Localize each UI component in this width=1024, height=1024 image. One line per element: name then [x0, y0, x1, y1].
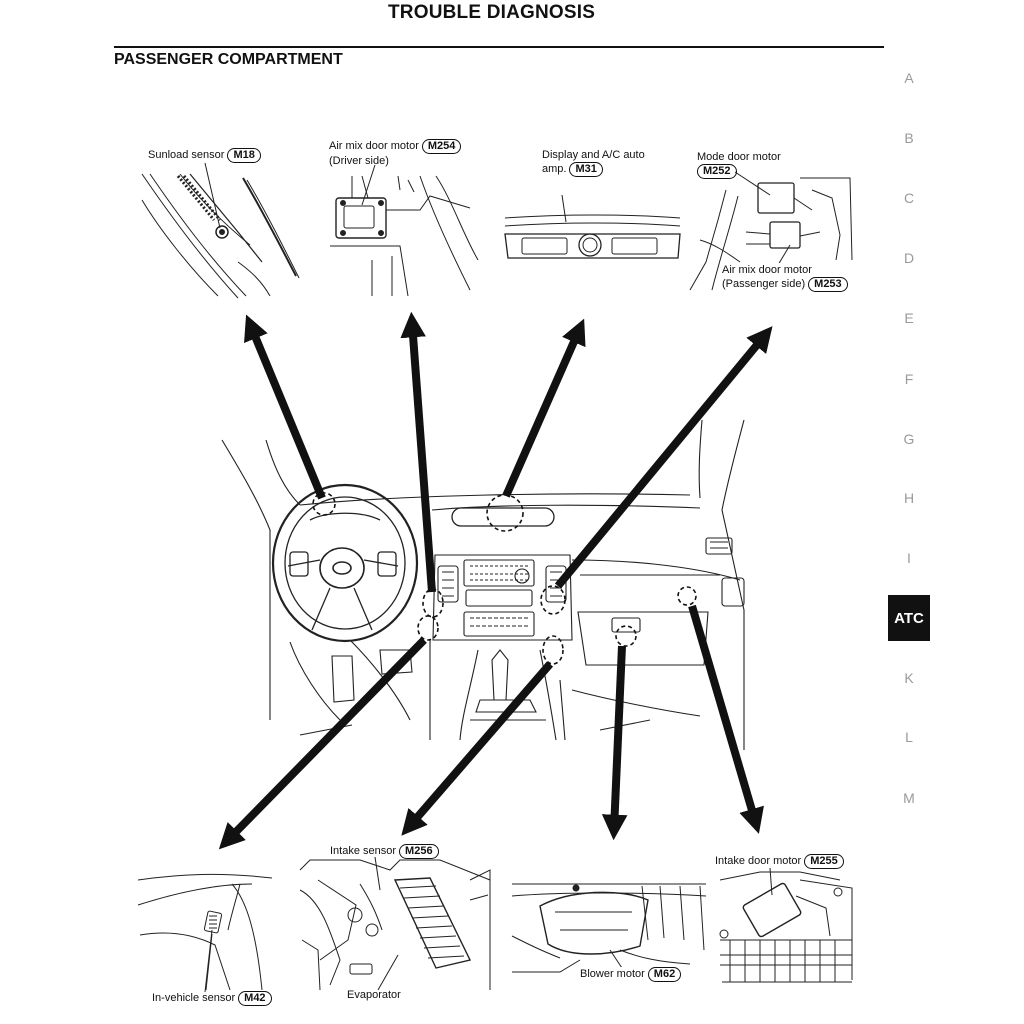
index-tab-m[interactable]: M	[903, 790, 915, 806]
arrow-to-sunload	[244, 314, 326, 500]
connector-badge-m256: M256	[399, 844, 439, 859]
sunload-sensor-illustration	[141, 173, 300, 299]
steering-hub	[319, 547, 365, 589]
air-mix-driver-location-marker	[422, 588, 444, 618]
evaporator-label: Evaporator	[347, 989, 401, 1001]
display-ac-amp-illustration	[504, 194, 681, 259]
steering-wheel-illustration	[271, 483, 419, 643]
mode-door-location-marker	[540, 585, 566, 615]
air-mix-passenger-label: Air mix door motor (Passenger side)M253	[722, 263, 848, 292]
top-leader-lines	[204, 162, 791, 271]
in-vehicle-sensor-body	[203, 910, 223, 934]
pointer-arrows	[218, 311, 773, 850]
index-tab-d[interactable]: D	[903, 250, 915, 266]
index-tab-k[interactable]: K	[904, 670, 914, 686]
intake-sensor-location-marker	[542, 635, 564, 665]
index-tab-atc[interactable]: ATC	[888, 595, 930, 641]
arrow-to-in-vehicle	[218, 637, 427, 850]
index-tab-a[interactable]: A	[904, 70, 914, 86]
bottom-leader-lines	[204, 856, 773, 993]
header-rule	[114, 46, 884, 48]
index-tab-h[interactable]: H	[903, 490, 915, 506]
intake-door-motor-illustration	[719, 871, 853, 983]
arrow-to-blower	[601, 645, 628, 841]
index-tab-f[interactable]: F	[904, 371, 914, 387]
arrow-to-display	[502, 318, 586, 498]
blower-motor-body	[539, 891, 649, 955]
display-ac-amp-label: Display and A/C auto amp.M31	[542, 149, 645, 177]
infiniti-logo-icon	[332, 561, 352, 575]
side-index-tabs: A B C D E F G H I ATC K L M	[888, 0, 930, 1024]
connector-badge-m255: M255	[804, 854, 844, 869]
connector-badge-m254: M254	[421, 139, 462, 154]
sunload-sensor-body	[215, 225, 229, 239]
display-center-clock	[578, 233, 602, 257]
index-tab-e[interactable]: E	[904, 310, 914, 326]
blower-motor-illustration	[511, 883, 707, 973]
index-tab-l[interactable]: L	[905, 729, 913, 745]
section-title: PASSENGER COMPARTMENT	[114, 51, 343, 68]
glove-box-handle	[611, 617, 641, 633]
mode-door-illustration	[689, 177, 853, 291]
connector-badge-m253: M253	[808, 277, 848, 292]
arrow-to-mode-door	[554, 326, 773, 589]
blower-location-marker	[615, 625, 637, 647]
sunload-sensor-grille	[176, 175, 222, 221]
arrow-to-intake-sensor	[401, 661, 554, 836]
display-panel-body	[504, 233, 681, 259]
air-mix-door-motor-passenger-body	[769, 221, 801, 249]
connector-badge-m252: M252	[697, 164, 737, 179]
connector-badge-m42: M42	[238, 991, 272, 1006]
connector-badge-m62: M62	[647, 967, 682, 982]
index-tab-b[interactable]: B	[904, 130, 914, 146]
in-vehicle-sensor-illustration	[137, 873, 273, 991]
index-tab-i[interactable]: I	[907, 550, 911, 566]
connector-badge-m31: M31	[569, 162, 603, 177]
in-vehicle-location-marker	[417, 615, 439, 641]
index-tab-g[interactable]: G	[903, 431, 915, 447]
arrow-to-air-mix-driver	[400, 311, 436, 593]
location-circles	[312, 492, 697, 665]
dashboard-illustration	[221, 419, 745, 750]
page-title: TROUBLE DIAGNOSIS	[388, 2, 596, 23]
intake-door-location-marker	[677, 586, 697, 606]
arrow-to-intake-door	[688, 604, 764, 834]
connector-badge-m18: M18	[227, 148, 261, 163]
air-mix-door-motor-driver-body	[335, 197, 387, 239]
dashboard-top-display	[451, 507, 555, 527]
index-tab-c[interactable]: C	[903, 190, 915, 206]
intake-door-motor-body	[742, 882, 802, 938]
mode-door-motor-label: Mode door motor M252	[697, 151, 781, 179]
air-mix-driver-illustration	[330, 175, 479, 297]
evaporator-body	[393, 877, 472, 969]
mode-door-motor-body	[757, 182, 795, 214]
intake-sensor-illustration	[299, 859, 491, 991]
